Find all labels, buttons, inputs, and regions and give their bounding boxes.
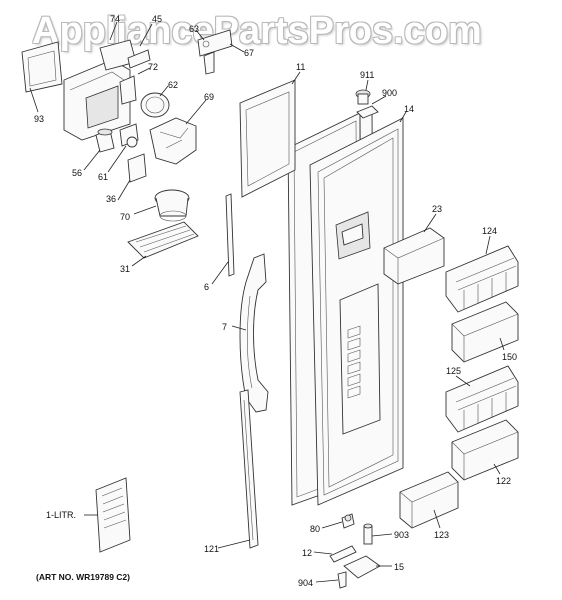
ice-dispenser-assembly [21, 39, 151, 141]
callout-900: 900 [382, 88, 397, 98]
callout-67: 67 [244, 48, 254, 58]
door-bin-23 [383, 227, 445, 285]
callout-150: 150 [502, 352, 517, 362]
booklet-label: 1-LITR. [46, 510, 76, 520]
cup-70 [154, 189, 190, 222]
callout-74: 74 [110, 14, 120, 24]
callout-23: 23 [432, 204, 442, 214]
bin-150 [451, 301, 519, 363]
bin-122 [451, 419, 519, 481]
callout-125: 125 [446, 366, 461, 376]
callout-labels: 74 45 63 67 93 72 62 69 56 61 36 70 31 6… [34, 14, 517, 588]
literature-booklet [95, 477, 131, 553]
leader-lines [29, 21, 505, 583]
callout-80: 80 [310, 524, 320, 534]
callout-123: 123 [434, 530, 449, 540]
strip-6 [225, 193, 235, 277]
callout-62: 62 [168, 80, 178, 90]
callout-903: 903 [394, 530, 409, 540]
callout-45: 45 [152, 14, 162, 24]
callout-911: 911 [360, 70, 374, 80]
callout-70: 70 [120, 212, 130, 222]
callout-15: 15 [394, 562, 404, 572]
callout-6: 6 [204, 282, 209, 292]
callout-124: 124 [482, 226, 497, 236]
door-liner-gasket [309, 117, 404, 506]
callout-122: 122 [496, 476, 511, 486]
wire-shelf-124 [445, 245, 519, 313]
small-parts-56-61-36 [95, 123, 147, 183]
callout-31: 31 [120, 264, 130, 274]
callout-93: 93 [34, 114, 44, 124]
art-number: (ART NO. WR19789 C2) [36, 572, 130, 582]
strip-121 [239, 389, 259, 549]
ring-62 [140, 92, 170, 118]
callout-14: 14 [404, 104, 414, 114]
part-11-panel [239, 79, 296, 198]
callout-72: 72 [148, 62, 158, 72]
grill-31 [127, 221, 199, 259]
handle-7 [239, 253, 269, 413]
callout-61: 61 [98, 172, 108, 182]
callout-69: 69 [204, 92, 214, 102]
callout-904: 904 [298, 578, 313, 588]
auger-69 [149, 117, 197, 165]
bin-123 [399, 471, 459, 529]
bracket-63-67 [197, 29, 233, 75]
callout-12: 12 [302, 548, 312, 558]
watermark: AppliancePartsPros.com [32, 10, 482, 52]
callout-7: 7 [222, 322, 227, 332]
hinge-cap [355, 89, 379, 119]
callout-121: 121 [204, 544, 219, 554]
bottom-small-parts [329, 513, 381, 589]
callout-63: 63 [189, 24, 199, 34]
callout-36: 36 [106, 194, 116, 204]
callout-11: 11 [296, 62, 305, 72]
wire-shelf-125 [445, 365, 519, 433]
callout-56: 56 [72, 168, 82, 178]
